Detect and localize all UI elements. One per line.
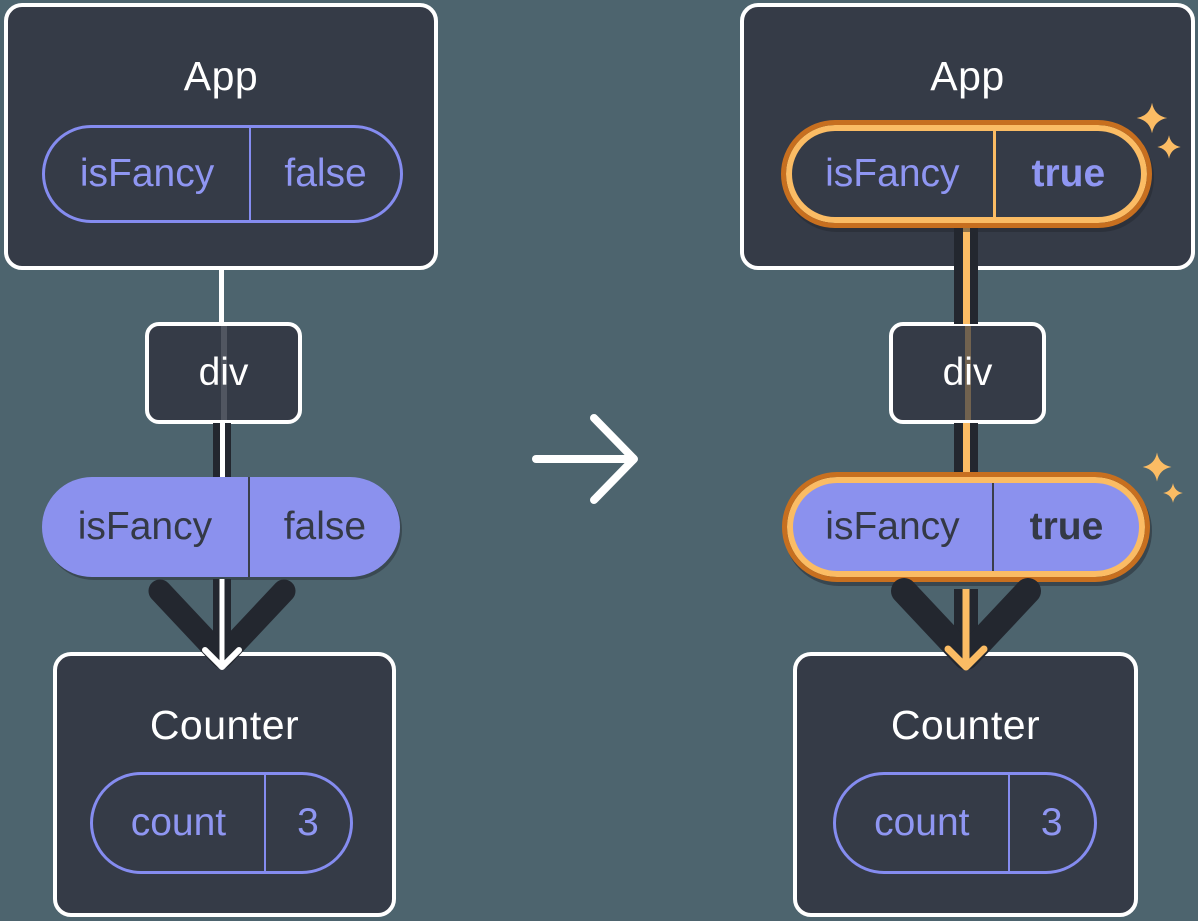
prop-pass-line-core <box>962 228 970 324</box>
state-key: count <box>130 801 227 844</box>
state-value: 3 <box>263 775 350 871</box>
chevron-down-arrow-icon-highlighted <box>891 578 1041 671</box>
prop-pill-right: isFancy true <box>782 472 1150 582</box>
div-box-right: div <box>889 322 1046 424</box>
counter-title: Counter <box>149 702 300 748</box>
sparkle-icon <box>1136 102 1168 134</box>
state-value: true <box>992 131 1141 217</box>
tree-edge-line <box>219 267 224 324</box>
app-state-pill-left: isFancy false <box>42 125 403 223</box>
app-title: App <box>930 53 1005 99</box>
state-value: 3 <box>1007 775 1094 871</box>
state-key: isFancy <box>825 152 960 195</box>
div-label: div <box>198 351 249 394</box>
prop-pill-left: isFancy false <box>42 477 400 577</box>
counter-state-pill-left: count 3 <box>90 772 353 874</box>
sparkle-icon <box>1157 135 1181 159</box>
prop-line-through <box>220 326 227 420</box>
prop-value: true <box>991 483 1139 571</box>
app-state-pill-right: isFancy true <box>781 120 1152 228</box>
chevron-down-arrow-icon <box>148 579 296 670</box>
prop-value: false <box>247 477 400 577</box>
prop-pass-line-highlighted <box>954 228 978 324</box>
prop-pass-line <box>213 423 231 478</box>
sparkle-icon <box>1163 483 1183 503</box>
prop-line-through <box>964 326 971 420</box>
counter-title: Counter <box>890 702 1041 748</box>
state-key: count <box>874 801 970 844</box>
state-value: false <box>249 128 400 220</box>
div-box-left: div <box>145 322 302 424</box>
prop-pass-line-core <box>219 423 225 478</box>
arrow-right-icon <box>532 414 638 504</box>
prop-pass-line-core <box>962 423 970 478</box>
counter-state-pill-right: count 3 <box>833 772 1097 874</box>
prop-key: isFancy <box>825 505 960 548</box>
prop-key: isFancy <box>77 505 213 548</box>
sparkle-icon <box>1142 452 1172 482</box>
prop-pass-line-highlighted <box>954 423 978 478</box>
div-label: div <box>942 351 993 394</box>
state-key: isFancy <box>79 152 215 195</box>
counter-box-left: Counter <box>53 652 396 917</box>
app-title: App <box>183 53 259 99</box>
